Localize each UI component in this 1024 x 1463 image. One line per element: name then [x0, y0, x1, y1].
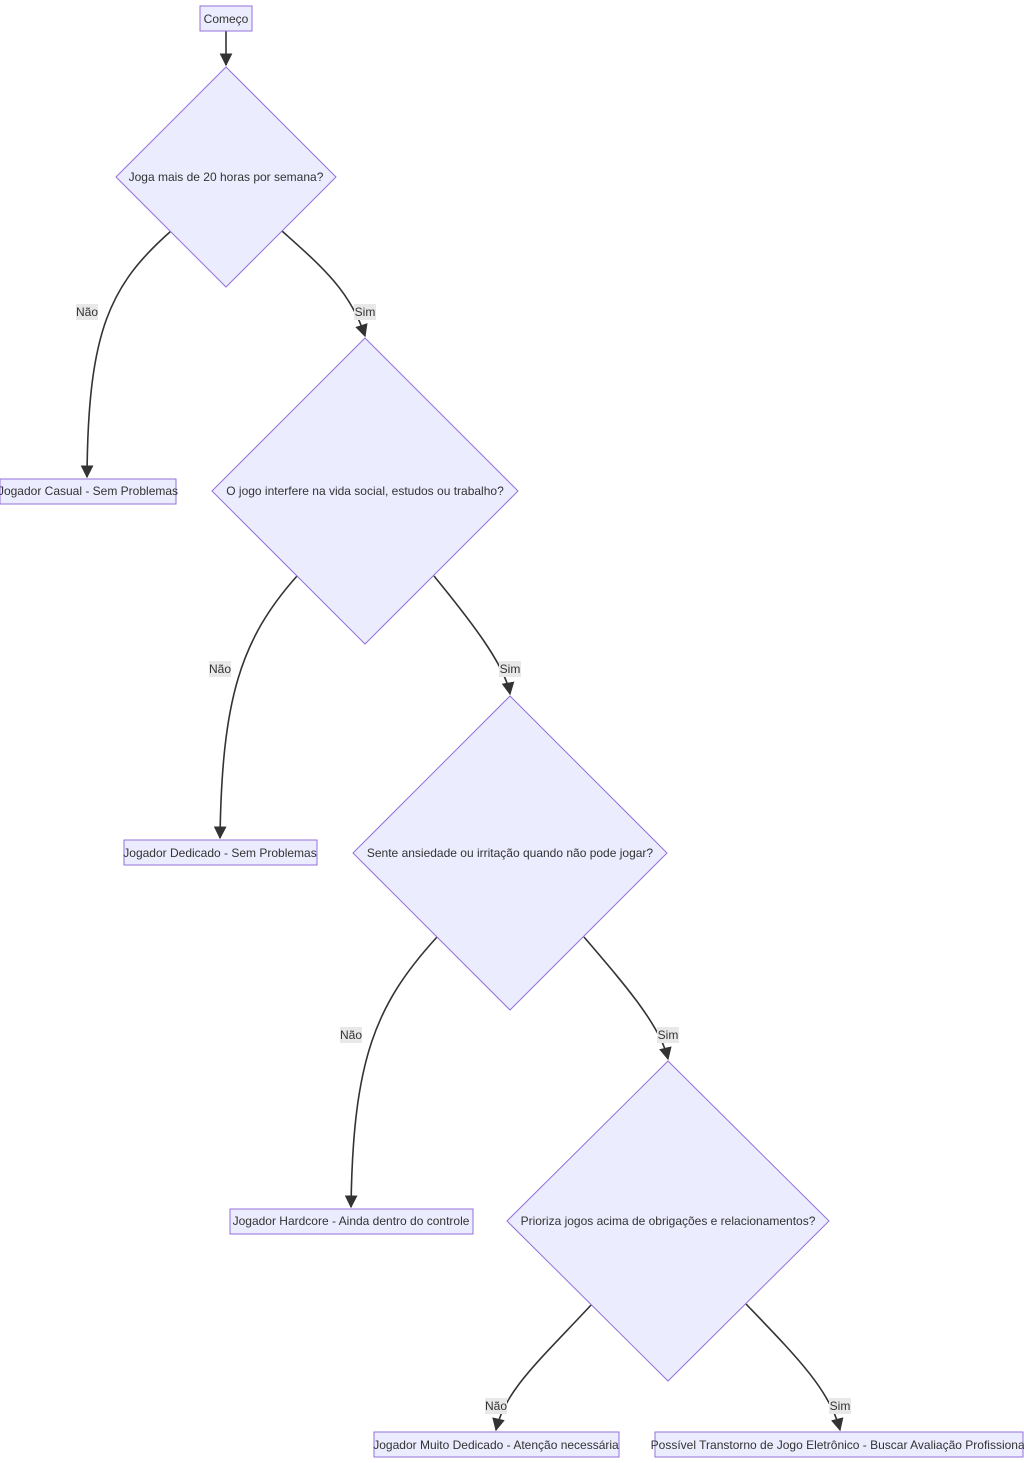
result-r4-box	[373, 1431, 620, 1458]
edge-q3-yes	[583, 936, 672, 1061]
decision-q1-label: Joga mais de 20 horas por semana?	[129, 170, 324, 184]
decision-q4: Prioriza jogos acima de obrigações e rel…	[506, 1060, 830, 1382]
edge-label-q4-yes: Sim	[830, 1399, 851, 1413]
edge-label-bg	[485, 1398, 507, 1414]
decision-q4-shape	[506, 1060, 830, 1382]
edge-q1-no	[80, 230, 172, 479]
edge-label-bg	[340, 1027, 362, 1043]
result-r3-label: Jogador Hardcore - Ainda dentro do contr…	[233, 1214, 470, 1228]
edge-label-q2-yes: Sim	[500, 662, 521, 676]
result-r5: Possível Transtorno de Jogo Eletrônico -…	[651, 1431, 1024, 1458]
edge-labels: Não Sim Não Sim Não Sim Não Sim	[76, 304, 851, 1414]
decision-q3-label: Sente ansiedade ou irritação quando não …	[367, 846, 654, 860]
result-r2: Jogador Dedicado - Sem Problemas	[123, 839, 318, 866]
result-r4: Jogador Muito Dedicado - Atenção necessá…	[373, 1431, 620, 1458]
edge-q4-no	[492, 1303, 593, 1432]
result-r3-box	[229, 1208, 474, 1235]
node-start: Começo	[199, 5, 253, 32]
node-start-label: Começo	[204, 12, 249, 26]
edge-label-q3-no: Não	[340, 1028, 362, 1042]
result-r1-label: Jogador Casual - Sem Problemas	[0, 484, 178, 498]
result-r2-box	[123, 839, 318, 866]
result-r1: Jogador Casual - Sem Problemas	[0, 478, 178, 505]
edge-label-q1-yes: Sim	[355, 305, 376, 319]
node-start-box	[199, 5, 253, 32]
edge-label-bg	[499, 661, 521, 677]
edge-label-bg	[76, 304, 98, 320]
edges	[80, 31, 844, 1432]
edge-label-bg	[829, 1398, 851, 1414]
result-r3: Jogador Hardcore - Ainda dentro do contr…	[229, 1208, 474, 1235]
decision-q2-shape	[211, 337, 519, 645]
edge-q2-no	[213, 575, 298, 840]
edge-label-q1-no: Não	[76, 305, 98, 319]
edge-q1-yes	[281, 230, 368, 338]
decision-q3: Sente ansiedade ou irritação quando não …	[352, 695, 668, 1011]
result-r2-label: Jogador Dedicado - Sem Problemas	[123, 846, 316, 860]
decision-q1: Joga mais de 20 horas por semana?	[115, 66, 337, 288]
result-r1-box	[0, 478, 177, 505]
edge-q3-no	[344, 936, 438, 1209]
result-r5-box	[654, 1431, 1024, 1458]
result-r5-label: Possível Transtorno de Jogo Eletrônico -…	[651, 1438, 1024, 1452]
edge-label-q2-no: Não	[209, 662, 231, 676]
edge-label-bg	[657, 1027, 679, 1043]
edge-q2-yes	[433, 575, 515, 696]
edge-label-q3-yes: Sim	[658, 1028, 679, 1042]
edge-q4-yes	[745, 1303, 844, 1432]
decision-q2: O jogo interfere na vida social, estudos…	[211, 337, 519, 645]
edge-label-bg	[209, 661, 231, 677]
edge-label-bg	[354, 304, 376, 320]
decision-q3-shape	[352, 695, 668, 1011]
edge-label-q4-no: Não	[485, 1399, 507, 1413]
decision-q4-label: Prioriza jogos acima de obrigações e rel…	[521, 1214, 816, 1228]
decision-q2-label: O jogo interfere na vida social, estudos…	[226, 484, 504, 498]
result-r4-label: Jogador Muito Dedicado - Atenção necessá…	[373, 1438, 619, 1452]
decision-q1-shape	[115, 66, 337, 288]
